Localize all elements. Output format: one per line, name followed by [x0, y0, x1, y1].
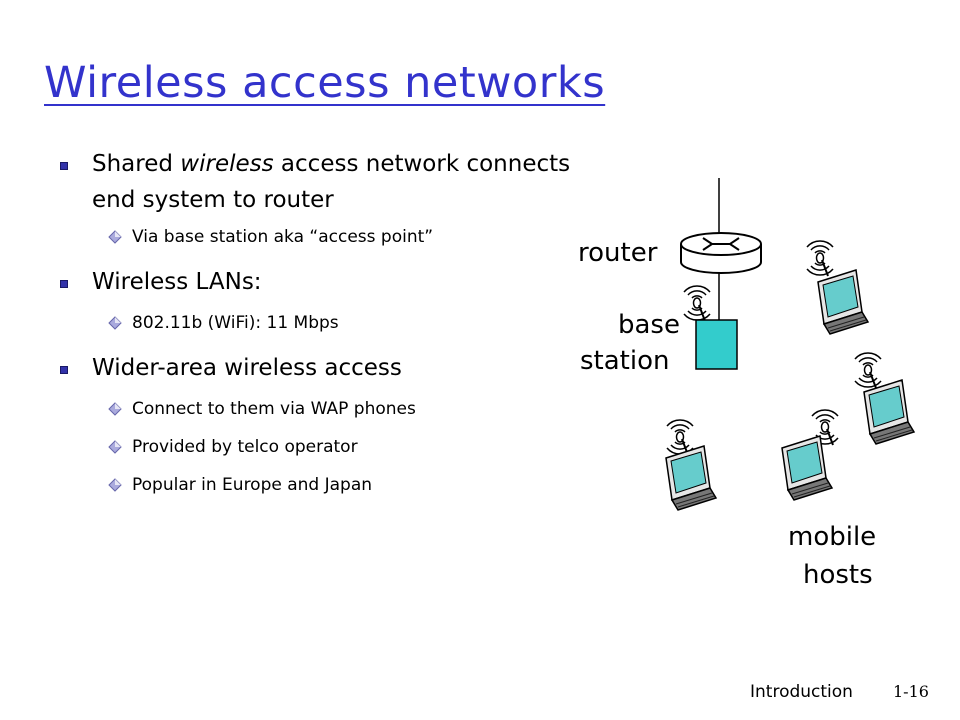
wireless-signal-icon: [806, 239, 834, 277]
sub-bullet-text: Via base station aka “access point”: [132, 227, 434, 247]
sub-bullet-item: Popular in Europe and Japan: [58, 474, 578, 496]
bullet-item: Wireless LANs:: [58, 264, 578, 300]
bullet-item: Wider-area wireless access: [58, 350, 578, 386]
router-label: router: [578, 238, 658, 268]
diamond-bullet-icon: [108, 402, 122, 416]
page-title: Wireless access networks: [44, 58, 606, 108]
laptop-icon: [665, 418, 717, 511]
page-number: 1-16: [893, 682, 929, 701]
bullet-text: Wider-area wireless access: [92, 355, 402, 381]
mobile-hosts-label-line1: mobile: [788, 522, 877, 552]
sub-bullet-text: Provided by telco operator: [132, 437, 358, 457]
square-bullet-icon: [60, 366, 68, 374]
laptop-icon: [806, 239, 869, 335]
base-station-icon: [683, 284, 738, 370]
mobile-hosts-label-line2: hosts: [803, 560, 873, 590]
laptop-icon: [854, 351, 915, 445]
footer-section-label: Introduction: [750, 682, 853, 702]
diamond-bullet-icon: [108, 230, 122, 244]
diamond-bullet-icon: [108, 316, 122, 330]
base-station-label-line1: base: [618, 310, 680, 340]
sub-bullet-item: Via base station aka “access point”: [58, 226, 578, 248]
sub-bullet-item: 802.11b (WiFi): 11 Mbps: [58, 312, 578, 334]
sub-bullet-text: 802.11b (WiFi): 11 Mbps: [132, 313, 339, 333]
bullet-item: Shared wireless access network connects …: [58, 146, 578, 218]
bullet-text: Wireless LANs:: [92, 269, 262, 295]
diamond-bullet-icon: [108, 440, 122, 454]
diamond-bullet-icon: [108, 478, 122, 492]
sub-bullet-item: Connect to them via WAP phones: [58, 398, 578, 420]
base-station-label-line2: station: [580, 346, 670, 376]
laptop-icon: [781, 408, 839, 501]
bullet-text-pre: Shared: [92, 151, 181, 177]
bullet-text-post: access network connects end system to ro…: [92, 151, 571, 213]
sub-bullet-item: Provided by telco operator: [58, 436, 578, 458]
wireless-signal-icon: [854, 351, 882, 389]
router-icon: [680, 232, 762, 274]
wireless-signal-icon: [666, 418, 694, 456]
bullet-text-emphasis: wireless: [180, 151, 274, 177]
bullet-list: Shared wireless access network connects …: [58, 146, 578, 496]
square-bullet-icon: [60, 280, 68, 288]
square-bullet-icon: [60, 162, 68, 170]
sub-bullet-text: Connect to them via WAP phones: [132, 399, 416, 419]
wireless-signal-icon: [683, 284, 711, 322]
sub-bullet-text: Popular in Europe and Japan: [132, 475, 373, 495]
